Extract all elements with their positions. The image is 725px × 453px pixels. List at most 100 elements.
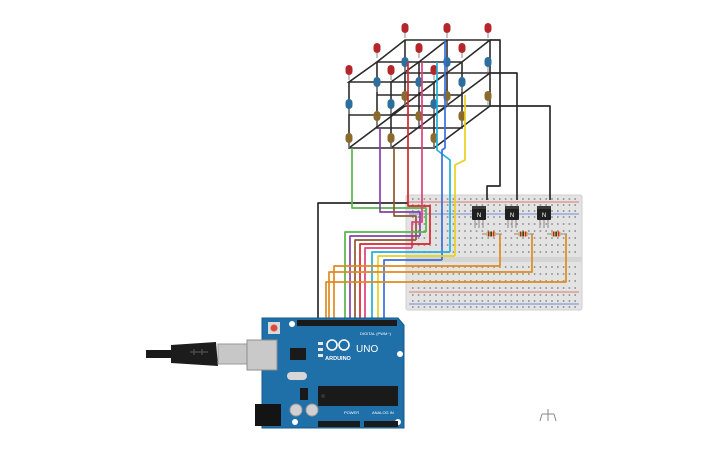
wire-col-red[interactable]: [407, 62, 431, 244]
wire-col-blue[interactable]: [441, 40, 446, 260]
breadboard-hole: [522, 216, 524, 218]
breadboard-hole: [435, 198, 437, 200]
led-amber[interactable]: [415, 111, 423, 126]
breadboard-hole: [412, 204, 414, 206]
wire-layer-3[interactable]: [490, 105, 551, 200]
npn-transistor[interactable]: N: [505, 206, 519, 228]
breadboard-hole: [545, 294, 547, 296]
mount-hole: [292, 419, 298, 425]
breadboard-hole: [493, 216, 495, 218]
breadboard-hole: [510, 198, 513, 200]
led-amber[interactable]: [345, 133, 353, 148]
wire-col-brown[interactable]: [393, 148, 417, 240]
breadboard-hole: [452, 210, 455, 212]
breadboard-hole: [510, 230, 513, 232]
wire-pin-blue[interactable]: [383, 259, 442, 322]
breadboard-hole: [562, 280, 565, 282]
breadboard-hole: [429, 198, 431, 200]
breadboard-hole: [504, 306, 507, 308]
led-cube[interactable]: [345, 23, 493, 149]
breadboard-hole: [522, 251, 524, 253]
breadboard-hole: [435, 300, 437, 302]
wire-pin-brown[interactable]: [354, 239, 416, 322]
led-red[interactable]: [345, 65, 353, 80]
breadboard-hole: [562, 230, 565, 232]
led-red[interactable]: [373, 43, 381, 58]
wire-col-green[interactable]: [351, 148, 427, 232]
breadboard-hole: [458, 198, 460, 200]
led-blue[interactable]: [345, 99, 353, 114]
led-blue[interactable]: [415, 77, 423, 92]
npn-transistor[interactable]: N: [537, 206, 551, 228]
npn-transistor[interactable]: N: [472, 206, 486, 228]
breadboard-hole: [533, 244, 536, 246]
resistor[interactable]: [514, 231, 534, 237]
led-amber[interactable]: [373, 111, 381, 126]
wire-layer-1[interactable]: [486, 39, 501, 200]
breadboard-hole: [452, 237, 455, 239]
led-blue[interactable]: [387, 99, 395, 114]
usb-cable[interactable]: [146, 342, 249, 366]
breadboard-hole: [470, 237, 472, 239]
led-blue[interactable]: [401, 57, 409, 72]
breadboard-hole: [574, 210, 576, 212]
wire-col-yellow[interactable]: [454, 95, 466, 256]
led-amber[interactable]: [458, 111, 466, 126]
breadboard-hole: [574, 306, 576, 308]
resistor[interactable]: [482, 231, 502, 237]
wire-ground[interactable]: [317, 202, 408, 322]
breadboard-hole: [475, 306, 478, 308]
led-red[interactable]: [387, 65, 395, 80]
wire-col-purple[interactable]: [379, 128, 421, 236]
wire-pin-cyan[interactable]: [371, 251, 450, 322]
breadboard-hole: [510, 280, 513, 282]
breadboard-hole: [574, 237, 576, 239]
arduino-uno[interactable]: ARDUINO UNO DIGITAL (PWM~) POWER ANALOG …: [246, 317, 405, 429]
breadboard-hole: [499, 266, 501, 268]
wire-res-2[interactable]: [328, 234, 533, 322]
led-red[interactable]: [458, 43, 466, 58]
wire-pin-pink[interactable]: [364, 247, 412, 322]
wire-pin-green[interactable]: [344, 231, 426, 322]
wire-col-pink[interactable]: [411, 62, 423, 248]
wire-pin-purple[interactable]: [349, 235, 420, 322]
resistor[interactable]: [547, 231, 567, 237]
led-red[interactable]: [415, 43, 423, 58]
wire-pin-red[interactable]: [359, 243, 430, 322]
led-amber[interactable]: [387, 133, 395, 148]
led-blue[interactable]: [373, 77, 381, 92]
led-blue[interactable]: [484, 57, 492, 72]
breadboard-hole: [493, 280, 495, 282]
breadboard-hole: [551, 266, 553, 268]
led-amber[interactable]: [401, 91, 409, 106]
breadboard-hole: [568, 223, 571, 225]
led-body: [484, 91, 492, 101]
breadboard-hole: [464, 266, 466, 268]
wire-res-3[interactable]: [325, 234, 567, 322]
led-amber[interactable]: [484, 91, 492, 106]
led-blue[interactable]: [430, 99, 438, 114]
breadboard-hole: [568, 300, 571, 302]
led-red[interactable]: [443, 23, 451, 38]
breadboard-hole: [487, 223, 489, 225]
breadboard-hole: [522, 204, 524, 206]
wire-res-1[interactable]: [333, 234, 501, 322]
led-amber[interactable]: [430, 133, 438, 148]
wire-layer-2[interactable]: [490, 72, 518, 200]
breadboard-hole: [446, 287, 449, 289]
led-red[interactable]: [484, 23, 492, 38]
led-blue[interactable]: [458, 77, 466, 92]
breadboard-hole: [417, 287, 420, 289]
breadboard-hole: [545, 198, 547, 200]
wire-col-cyan[interactable]: [436, 62, 451, 252]
breadboard-hole: [423, 204, 426, 206]
resistors[interactable]: [482, 231, 567, 237]
led-body: [484, 23, 492, 33]
led-red[interactable]: [430, 65, 438, 80]
breadboard-hole: [545, 266, 547, 268]
led-body: [415, 43, 423, 53]
breadboard-hole: [412, 210, 414, 212]
led-red[interactable]: [401, 23, 409, 38]
wire-pin-yellow[interactable]: [377, 255, 455, 322]
